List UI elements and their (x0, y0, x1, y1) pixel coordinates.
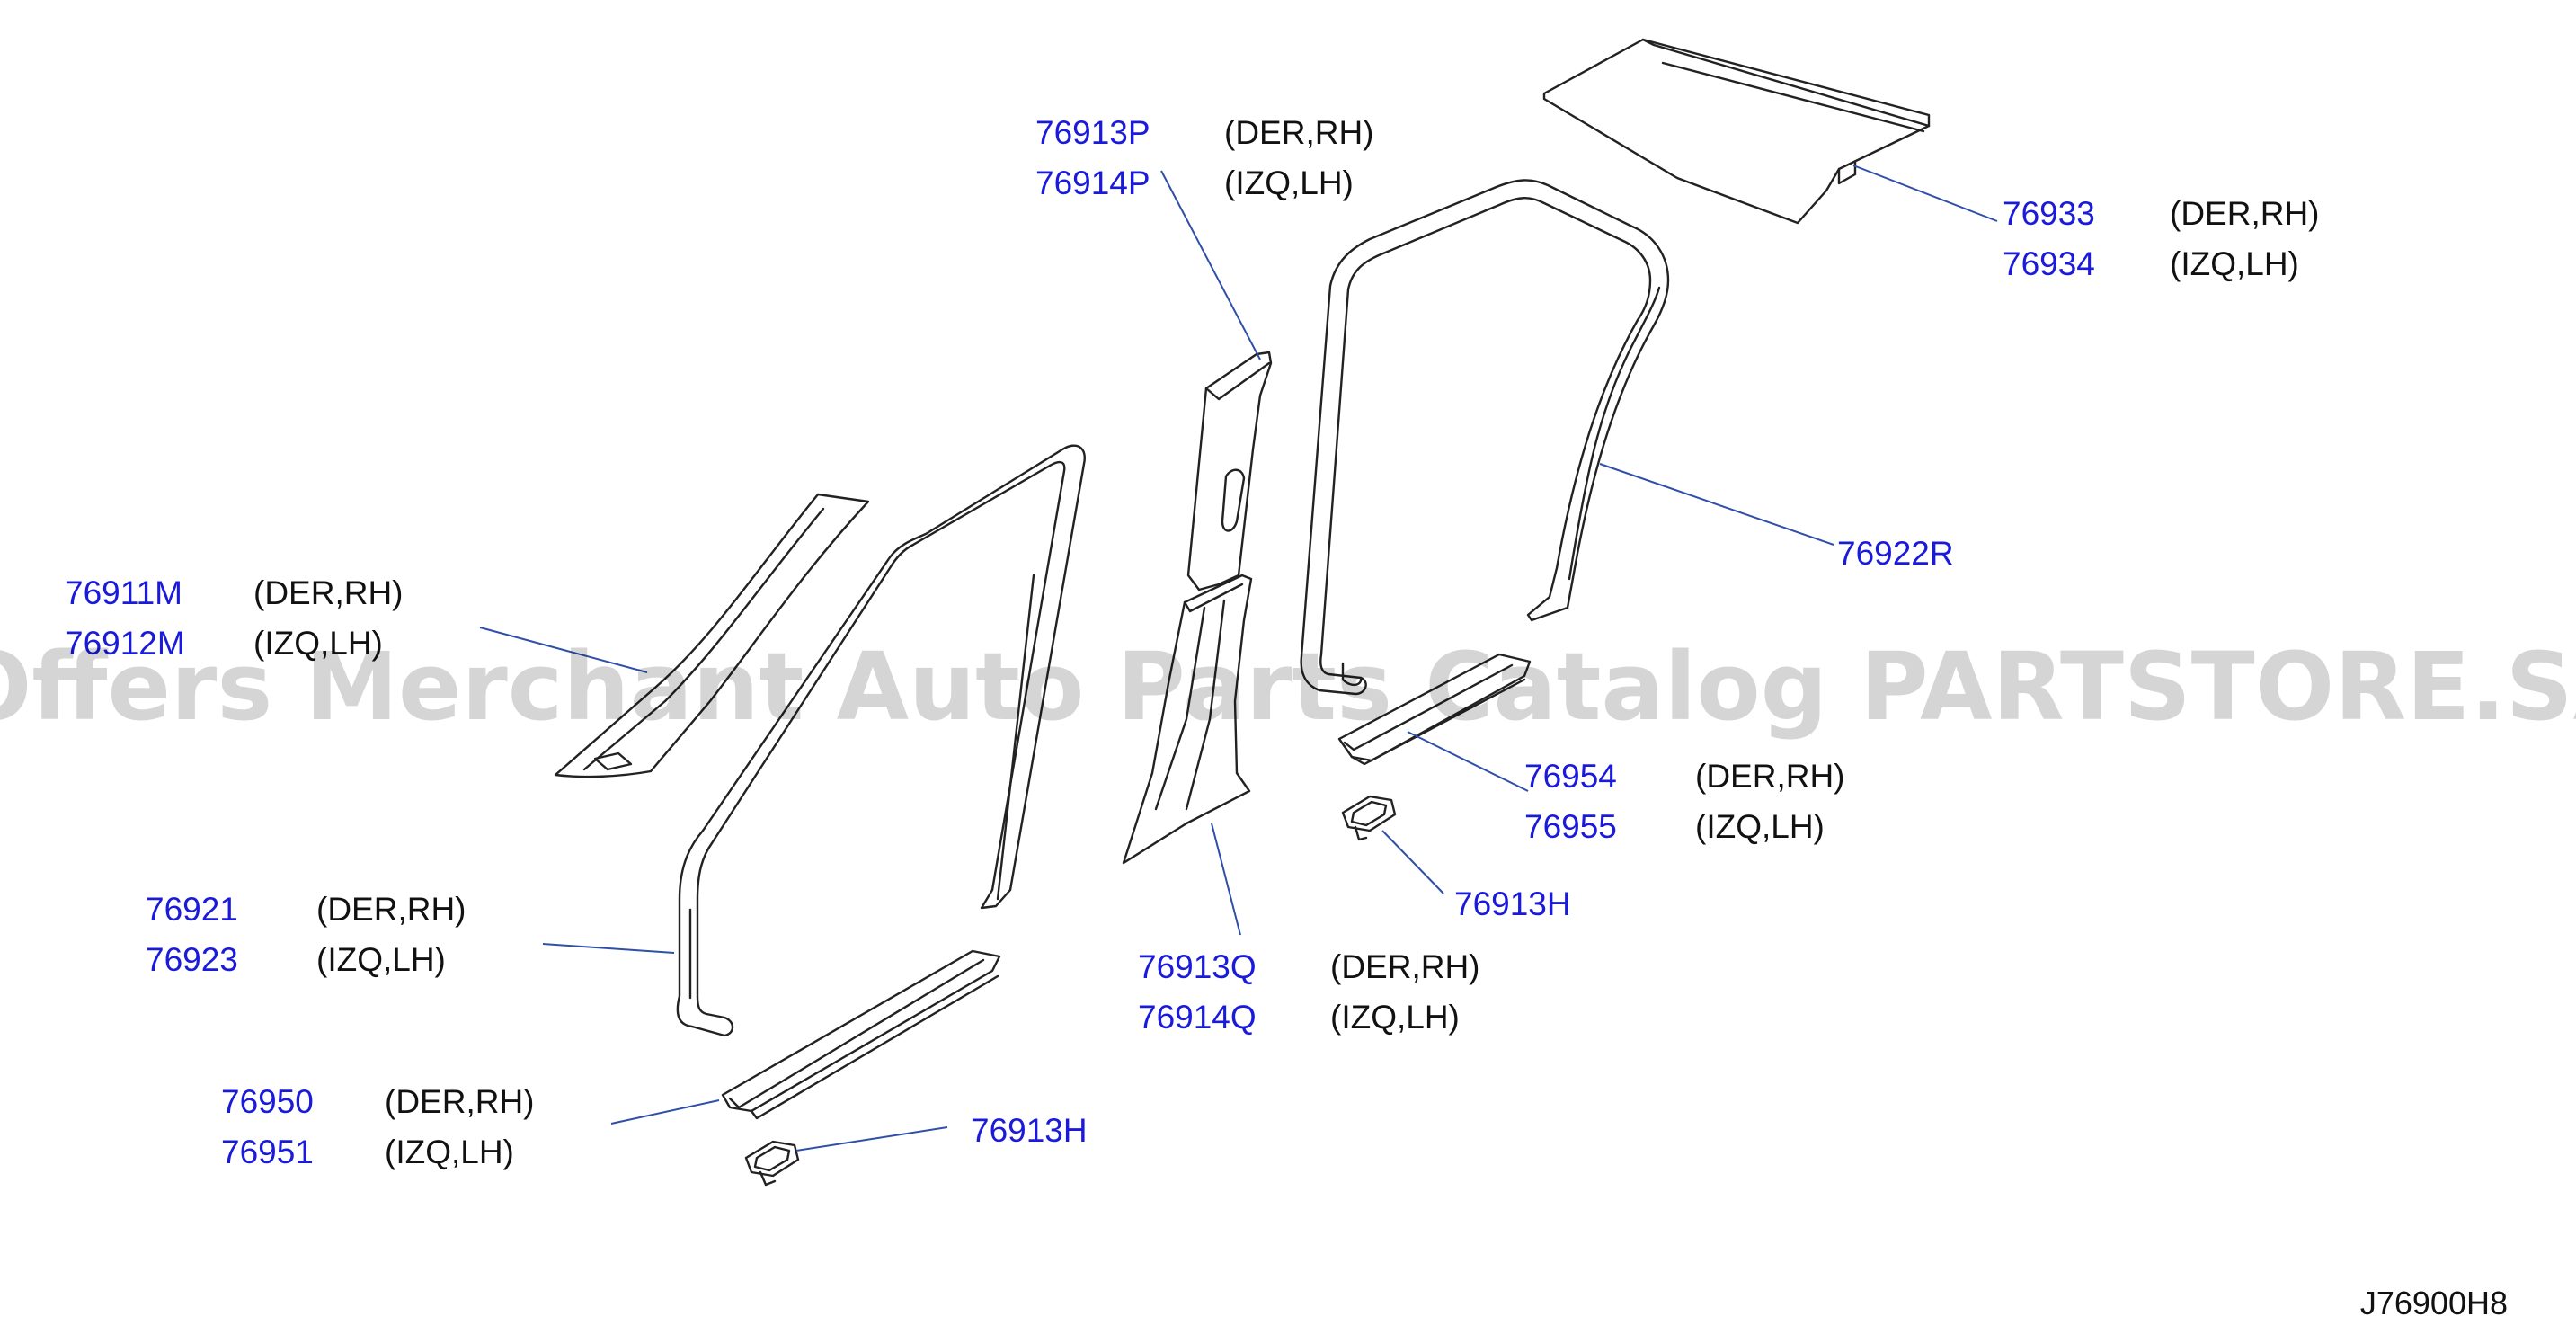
callout-76954-number[interactable]: 76954 (1524, 758, 1617, 795)
callout-76911m-desc: (DER,RH) (253, 574, 403, 611)
part-front-kicking-plate[interactable] (721, 949, 1001, 1120)
part-roof-side-trim[interactable] (1542, 38, 1931, 225)
callout-76950-desc: (DER,RH) (385, 1083, 534, 1120)
part-clip-rear[interactable] (1341, 795, 1397, 841)
callout-76911m-number[interactable]: 76911M (65, 574, 182, 611)
part-front-door-welt[interactable] (676, 444, 1086, 1037)
leader-76922r (1599, 463, 1834, 546)
callout-76914p-number[interactable]: 76914P (1035, 165, 1150, 201)
leader-76913q (1211, 823, 1241, 936)
callout-76923-desc: (IZQ,LH) (316, 941, 446, 978)
callout-76950-number[interactable]: 76950 (221, 1083, 314, 1120)
diagram-code: J76900H8 (2360, 1285, 2508, 1321)
leader-76913h-rear (1381, 830, 1444, 894)
callout-76955-desc: (IZQ,LH) (1695, 808, 1825, 845)
callout-76912m-number[interactable]: 76912M (65, 625, 185, 662)
leader-76911m (479, 627, 648, 673)
callout-76913h-front-number[interactable]: 76913H (971, 1112, 1088, 1149)
part-rear-kicking-plate[interactable] (1337, 653, 1532, 766)
leader-76913h-front (795, 1126, 948, 1152)
callout-76913p-desc: (DER,RH) (1224, 114, 1373, 151)
leader-76913p (1160, 170, 1261, 360)
callout-76922r-number[interactable]: 76922R (1837, 535, 1954, 572)
callout-76921-desc: (DER,RH) (316, 891, 466, 928)
callout-76954-desc: (DER,RH) (1695, 758, 1844, 795)
callout-76933-number[interactable]: 76933 (2003, 195, 2095, 232)
callout-76933-desc: (DER,RH) (2170, 195, 2319, 232)
leader-76950 (610, 1099, 720, 1125)
callout-76914p-desc: (IZQ,LH) (1224, 165, 1354, 201)
callout-76934-desc: (IZQ,LH) (2170, 245, 2299, 282)
leader-76921 (542, 943, 675, 954)
part-rear-door-welt[interactable] (1300, 179, 1670, 696)
part-a-pillar-garnish[interactable] (554, 493, 870, 778)
leader-76933 (1852, 165, 1998, 222)
callout-76913q-number[interactable]: 76913Q (1138, 948, 1257, 985)
callout-76913h-rear-number[interactable]: 76913H (1454, 885, 1571, 922)
callout-76951-number[interactable]: 76951 (221, 1134, 314, 1170)
watermark-text: Offers Merchant Auto Parts Catalog PARTS… (0, 632, 2576, 742)
callout-76951-desc: (IZQ,LH) (385, 1134, 514, 1170)
callout-76934-number[interactable]: 76934 (2003, 245, 2095, 282)
part-center-pillar-lower[interactable] (1122, 574, 1253, 865)
leader-76954 (1407, 731, 1529, 792)
callout-76923-number[interactable]: 76923 (146, 941, 238, 978)
callout-76955-number[interactable]: 76955 (1524, 808, 1617, 845)
callout-76913q-desc: (DER,RH) (1330, 948, 1479, 985)
part-clip-front[interactable] (744, 1140, 800, 1187)
callout-76914q-desc: (IZQ,LH) (1330, 999, 1460, 1036)
callout-76914q-number[interactable]: 76914Q (1138, 999, 1257, 1036)
callout-76912m-desc: (IZQ,LH) (253, 625, 383, 662)
callout-76921-number[interactable]: 76921 (146, 891, 238, 928)
callout-76913p-number[interactable]: 76913P (1035, 114, 1150, 151)
part-center-pillar-upper[interactable] (1186, 351, 1273, 591)
